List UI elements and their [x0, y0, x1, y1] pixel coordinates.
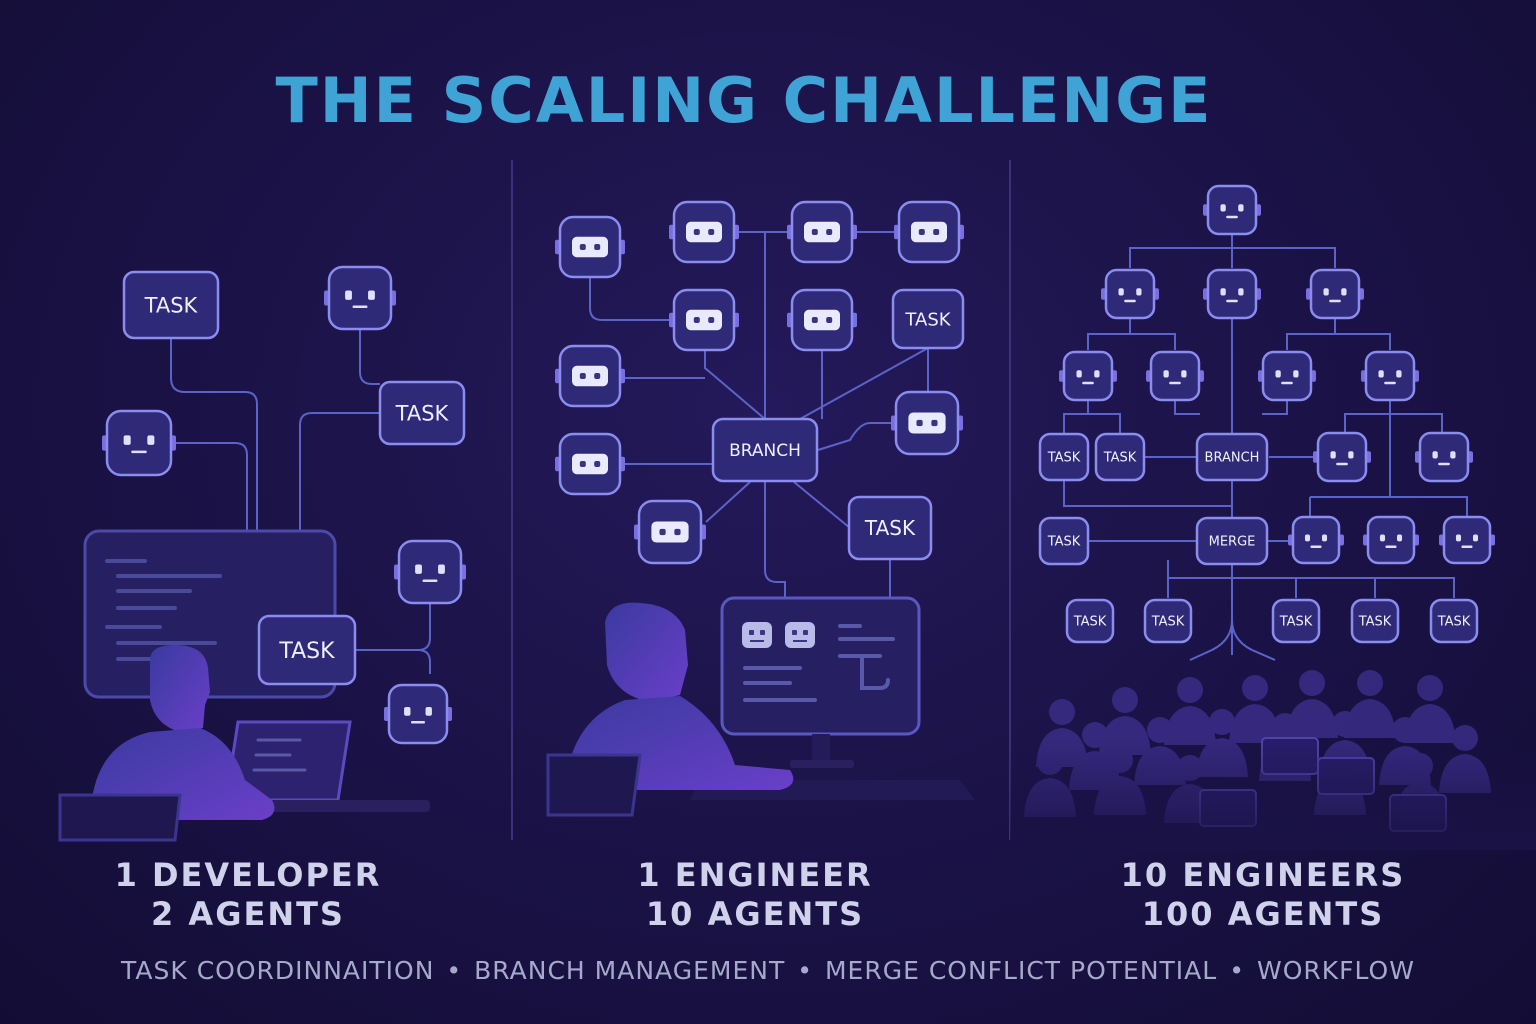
task-node-label: TASK — [1437, 615, 1471, 630]
task-node: TASK — [1038, 432, 1090, 482]
panel-1-connectors — [139, 330, 431, 674]
task-node: TASK — [1065, 598, 1115, 644]
footer-item-merge-conflict: MERGE CONFLICT POTENTIAL — [824, 956, 1218, 985]
task-node: TASK — [1038, 516, 1090, 566]
task-node: TASK — [1350, 598, 1400, 644]
label-node-layer: TASK TASK TASK TASK BRANCH TASK TASK TASK BRANCH… — [122, 270, 1479, 686]
footer-item-task-coordination: TASK COORDINNAITION — [121, 956, 435, 985]
task-node-label: TASK — [278, 639, 335, 664]
panel-1-caption-line1: 1 DEVELOPER — [114, 856, 382, 894]
robot-agent-icon — [1258, 350, 1316, 402]
panel-3-caption-line1: 10 ENGINEERS — [1120, 856, 1406, 894]
robot-agent-icon — [787, 200, 857, 264]
task-node: TASK — [122, 270, 220, 340]
robot-agent-icon — [394, 539, 466, 605]
panel-3-crowd-fade — [1010, 740, 1536, 850]
robot-agent-icon — [669, 288, 739, 352]
task-node: TASK — [1271, 598, 1321, 644]
robot-agent-icon — [1059, 350, 1117, 402]
robot-agent-icon — [324, 265, 396, 331]
task-node-label: TASK — [904, 309, 951, 330]
robot-agent-icon — [1101, 268, 1159, 320]
robot-agent-icon — [894, 200, 964, 264]
robot-agent-icon — [1203, 268, 1261, 320]
task-node-label: TASK — [1279, 615, 1313, 630]
robot-agent-icon — [1415, 431, 1473, 483]
robot-agent-icon — [891, 390, 963, 456]
robot-agent-icon — [1146, 350, 1204, 402]
task-node: TASK — [1429, 598, 1479, 644]
panel-3-connectors — [1063, 234, 1468, 661]
task-node-label: TASK — [1151, 615, 1185, 630]
robot-agent-icon — [555, 344, 625, 408]
footer-item-workflow: WORKFLOW — [1256, 956, 1415, 985]
task-node: TASK — [257, 614, 357, 686]
robot-agent-icon — [384, 683, 452, 745]
merge-node: MERGE — [1195, 516, 1269, 566]
footer-separator: • — [446, 956, 463, 985]
task-node: TASK — [1143, 598, 1193, 644]
robot-agent-icon — [787, 288, 857, 352]
task-node-label: TASK — [1073, 615, 1107, 630]
panel-1-caption: 1 DEVELOPER 2 AGENTS — [48, 856, 448, 934]
panel-2-caption: 1 ENGINEER 10 AGENTS — [555, 856, 955, 934]
team-member-figure — [1229, 675, 1281, 743]
task-node: TASK — [847, 495, 933, 561]
task-node: TASK — [378, 380, 466, 446]
panel-2-monitor — [690, 596, 975, 800]
task-node-label: TASK — [1047, 535, 1081, 550]
panel-2-caption-line1: 1 ENGINEER — [637, 856, 873, 894]
robot-agent-icon — [1203, 184, 1261, 236]
team-member-figure — [1286, 670, 1338, 738]
robot-agent-icon — [1288, 515, 1344, 565]
challenge-keywords-footer: TASK COORDINNAITION • BRANCH MANAGEMENT • ME… — [0, 956, 1536, 985]
robot-agent-icon — [1313, 431, 1371, 483]
task-node: TASK — [891, 288, 965, 350]
task-node-label: TASK — [864, 516, 916, 540]
task-node-label: TASK — [144, 294, 199, 318]
panel-2-connectors — [589, 231, 929, 598]
robot-agent-icon — [1306, 268, 1364, 320]
robot-agent-icon — [555, 215, 625, 279]
robot-agent-icon — [1439, 515, 1495, 565]
task-node-label: TASK — [1047, 451, 1081, 466]
panel-2-engineer-figure — [546, 602, 794, 817]
panel-2-caption-line2: 10 AGENTS — [645, 895, 865, 933]
branch-node: BRANCH — [1195, 432, 1269, 482]
footer-separator: • — [797, 956, 813, 985]
page-title: THE SCALING CHALLENGE — [275, 64, 1213, 137]
robot-agent-icon — [102, 409, 176, 477]
robot-agent-icon — [669, 200, 739, 264]
robot-agent-layer — [102, 184, 1495, 745]
robot-agent-icon — [555, 432, 625, 496]
branch-node-label: BRANCH — [1205, 451, 1260, 466]
task-node-label: TASK — [1103, 451, 1137, 466]
panel-1-developer-figure — [58, 645, 275, 842]
panel-3-caption: 10 ENGINEERS 100 AGENTS — [1063, 856, 1463, 934]
branch-node: BRANCH — [711, 417, 819, 483]
merge-node-label: MERGE — [1209, 535, 1256, 550]
panel-1-caption-line2: 2 AGENTS — [151, 895, 345, 933]
panel-3-caption-line2: 100 AGENTS — [1141, 895, 1385, 933]
task-node-label: TASK — [395, 402, 450, 426]
team-member-figure — [1164, 677, 1216, 745]
footer-item-branch-management: BRANCH MANAGEMENT — [474, 956, 786, 985]
branch-node-label: BRANCH — [729, 441, 801, 461]
task-node: TASK — [1094, 432, 1146, 482]
robot-agent-icon — [634, 499, 706, 565]
task-node-label: TASK — [1358, 615, 1392, 630]
robot-agent-icon — [1361, 350, 1419, 402]
footer-separator: • — [1229, 956, 1245, 985]
robot-agent-icon — [1363, 515, 1419, 565]
